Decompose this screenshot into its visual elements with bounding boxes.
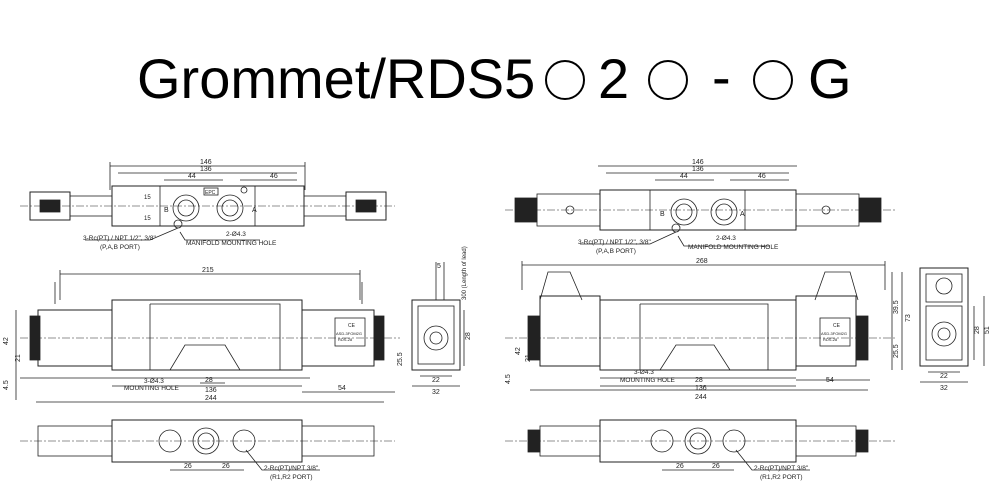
dim-244: 244	[205, 395, 217, 402]
label-ce: CE	[833, 323, 841, 329]
dim-25-5: 25.5	[397, 352, 404, 366]
label-model: ASD-3FOM2G	[336, 331, 362, 336]
left-drawing-set: 146 136 44 46 EPC B	[3, 159, 472, 481]
title-mid-1: 2	[598, 47, 629, 110]
title-suffix: G	[808, 47, 852, 110]
dim-4-5: 4.5	[505, 374, 512, 384]
dim-215: 215	[202, 267, 214, 274]
port-a-label: A	[740, 211, 745, 218]
port-b-label: B	[660, 211, 665, 218]
note-hole-2: MANIFOLD MOUNTING HOLE	[688, 244, 779, 251]
left-front-view: 215 ASD-3FOM2G RDS-28 CE 42 21 4.5	[3, 267, 400, 403]
note-hole-2: MANIFOLD MOUNTING HOLE	[186, 240, 277, 247]
note-r-ports-2: (R1,R2 PORT)	[270, 474, 313, 481]
note-r-ports-2: (R1,R2 PORT)	[760, 474, 803, 481]
note-mount-1: 3-Ø4.3	[634, 369, 654, 376]
dim-54: 54	[338, 385, 346, 392]
dim-26-b: 26	[222, 463, 230, 470]
dim-5: 5	[437, 263, 441, 270]
dim-22: 22	[432, 377, 440, 384]
label-ce: CE	[348, 323, 356, 329]
note-hole-1: 2-Ø4.3	[226, 231, 246, 238]
dim-21: 21	[15, 354, 22, 362]
note-r-ports-1: 2-Rc(PT)/NPT 3/8"	[754, 465, 809, 472]
dim-15-a: 15	[144, 195, 151, 201]
dim-32: 32	[432, 389, 440, 396]
note-ports-1: 3-Rc(PT) / NPT 1/2", 3/8"	[578, 239, 651, 246]
note-mount-1: 3-Ø4.3	[144, 378, 164, 385]
dim-146: 146	[692, 159, 704, 166]
title-prefix: Grommet/RDS5	[137, 47, 535, 110]
note-mount-2: MOUNTING HOLE	[620, 377, 676, 384]
left-bottom-view: 26 26 2-Rc(PT)/NPT 3/8" (R1,R2 PORT)	[20, 419, 395, 481]
left-top-view: 146 136 44 46 EPC B	[20, 159, 395, 251]
dim-136: 136	[200, 166, 212, 173]
label-series: RDS-28	[823, 337, 838, 342]
dim-28-side: 28	[465, 332, 472, 340]
title-circle-3	[753, 60, 793, 100]
badge-epc: EPC	[205, 190, 216, 196]
dim-26-a: 26	[184, 463, 192, 470]
label-model: ASD-3FOM2G	[821, 331, 847, 336]
right-front-view: 268 ASD-3FOM2G RDS-28 CE 42 21 4.5 39.5 …	[505, 258, 912, 401]
dim-22: 22	[940, 373, 948, 380]
dim-15-b: 15	[144, 216, 151, 222]
dim-32: 32	[940, 385, 948, 392]
dim-21: 21	[525, 354, 532, 362]
title-mid-2: -	[712, 45, 731, 108]
port-a-label: A	[252, 207, 257, 214]
title-circle-2	[648, 60, 688, 100]
dim-42: 42	[3, 337, 10, 345]
left-side-view: 5 300 (Length of lead) 22 32 28 25.5	[397, 246, 472, 396]
dim-28: 28	[205, 377, 213, 384]
dim-54: 54	[826, 377, 834, 384]
dim-136: 136	[205, 387, 217, 394]
right-top-view: 146 136 44 46 B A 3-Rc(PT) / NPT 1/2", 3…	[505, 159, 895, 255]
note-ports-1: 3-Rc(PT) / NPT 1/2", 3/8"	[83, 235, 156, 242]
right-bottom-view: 26 26 2-Rc(PT)/NPT 3/8" (R1,R2 PORT)	[505, 419, 895, 481]
dim-73: 73	[905, 314, 912, 322]
dim-lead: 300 (Length of lead)	[462, 246, 468, 300]
dim-46: 46	[270, 173, 278, 180]
dim-42: 42	[515, 347, 522, 355]
dim-51: 51	[984, 326, 991, 334]
dim-26-a: 26	[676, 463, 684, 470]
dim-268: 268	[696, 258, 708, 265]
dim-26-b: 26	[712, 463, 720, 470]
dim-39-5: 39.5	[893, 300, 900, 314]
page-title: Grommet/RDS5 2 - G	[137, 45, 852, 110]
dim-44: 44	[188, 173, 196, 180]
note-mount-2: MOUNTING HOLE	[124, 385, 180, 392]
dim-28: 28	[695, 377, 703, 384]
right-drawing-set: 146 136 44 46 B A 3-Rc(PT) / NPT 1/2", 3…	[505, 159, 991, 481]
dim-4-5: 4.5	[3, 380, 10, 390]
right-side-view: 22 32 28 51	[919, 267, 991, 392]
title-circle-1	[545, 60, 585, 100]
dim-136: 136	[695, 385, 707, 392]
note-ports-2: (P,A,B PORT)	[596, 248, 636, 255]
dim-28-side: 28	[974, 326, 981, 334]
note-hole-1: 2-Ø4.3	[716, 235, 736, 242]
dim-136: 136	[692, 166, 704, 173]
dim-46: 46	[758, 173, 766, 180]
note-ports-2: (P,A,B PORT)	[100, 244, 140, 251]
dim-244: 244	[695, 394, 707, 401]
dim-25-5: 25.5	[893, 344, 900, 358]
dim-146: 146	[200, 159, 212, 166]
label-series: RDS-28	[338, 337, 353, 342]
port-b-label: B	[164, 207, 169, 214]
dim-44: 44	[680, 173, 688, 180]
note-r-ports-1: 2-Rc(PT)/NPT 3/8"	[264, 465, 319, 472]
